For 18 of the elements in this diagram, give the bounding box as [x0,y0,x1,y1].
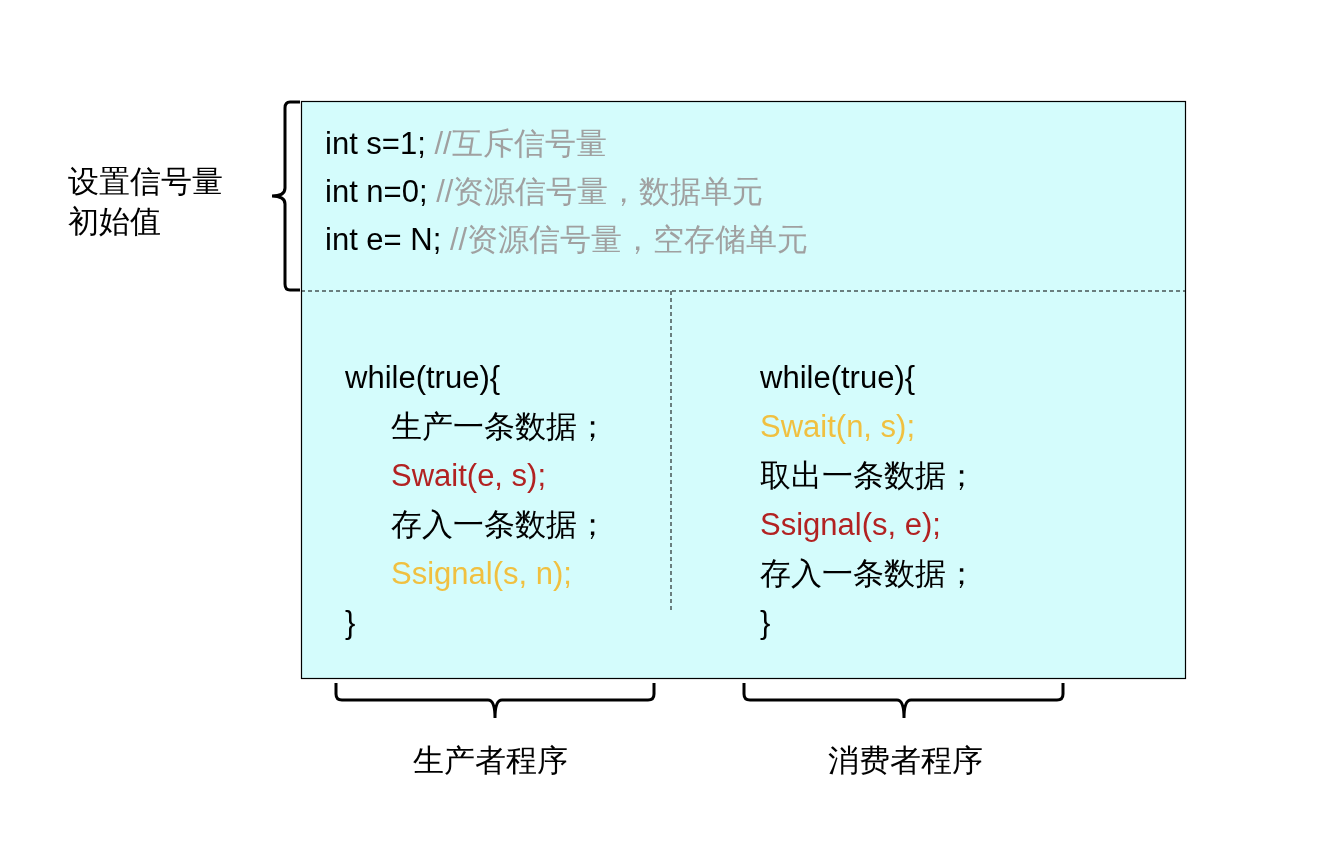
code-line: while(true){ [760,359,916,397]
code-line: int s=1; //互斥信号量 [325,125,607,163]
code-line: int e= N; //资源信号量，空存储单元 [325,221,809,259]
code-line: } [760,604,771,642]
code-line: Ssignal(s, n); [391,555,572,593]
code-line: int n=0; //资源信号量，数据单元 [325,173,764,211]
code-line: 取出一条数据； [760,457,977,495]
code-line: Ssignal(s, e); [760,506,941,544]
code-line: Swait(e, s); [391,457,547,495]
annotation-label: 设置信号量初始值 [68,162,224,241]
code-line: 存入一条数据； [391,506,608,544]
code-line: while(true){ [345,359,501,397]
annotation-label: 生产者程序 [411,741,569,780]
code-line: 存入一条数据； [760,555,977,593]
code-line: } [345,604,356,642]
annotation-label: 消费者程序 [826,741,984,780]
code-line: Swait(n, s); [760,408,916,446]
code-line: 生产一条数据； [391,408,608,446]
